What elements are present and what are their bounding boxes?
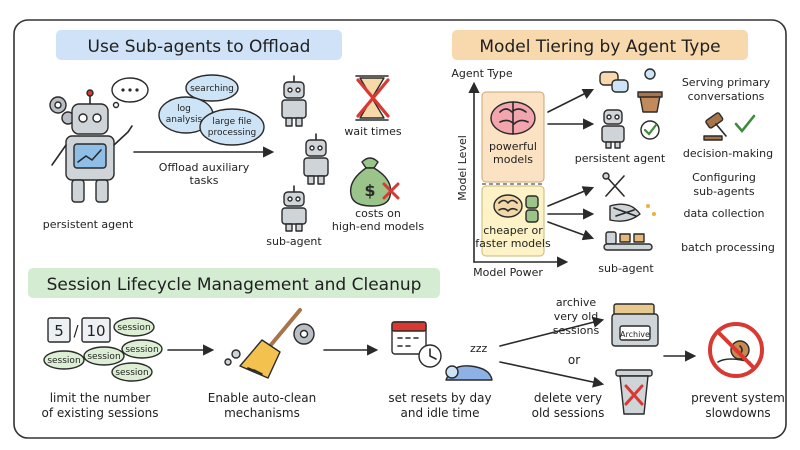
lifecycle-title: Session Lifecycle Management and Cleanup [47,275,422,295]
wait-times-label: wait times [344,125,401,138]
offload-header-bg [56,30,342,60]
tiering-axis-x: Model Power [473,266,543,279]
conveyor-icon [603,231,653,251]
persistent-robot-icon [49,89,133,203]
bubble-large-file: large file [212,117,252,127]
checkmark-icon [640,120,660,140]
chat-bubble-icon [599,71,629,93]
tiering-persistent-label: persistent agent [575,152,666,165]
subagent-robot-icon [281,75,307,127]
counter-current: 5 [54,322,64,340]
archive-text-2: very old [554,310,599,323]
session-chip: session [115,368,148,378]
bubble-analysis: analysis [166,115,203,125]
bubble-log: log [177,104,191,114]
archive-box-icon [611,303,659,347]
offload-persistent-label: persistent agent [43,218,134,231]
step1-line2: of existing sessions [42,406,159,420]
task-serving-line2: conversations [688,90,765,103]
podium-icon [637,68,663,113]
cross-icon [382,182,400,200]
broom-icon [224,308,302,379]
brain-icon [490,101,536,135]
tier-high-line2: models [493,153,533,166]
offload-title: Use Sub-agents to Offload [88,37,311,57]
delete-text-1: delete very [534,391,602,405]
costs-label-2: high-end models [332,220,424,233]
gear-icon [293,323,315,345]
no-snail-icon [708,322,764,378]
panel-lifecycle: Session Lifecycle Management and Cleanup… [28,268,785,420]
offload-arrow-label-2: tasks [190,174,219,187]
offload-subagent-label: sub-agent [266,235,322,248]
counter-max: 10 [86,322,105,340]
task-decision: decision-making [683,147,773,160]
svg-text:$: $ [364,181,375,200]
session-chip: session [87,352,120,362]
cross-icon [356,78,390,118]
calendar-icon [391,321,427,355]
checkmark-icon [734,114,756,134]
step2-line2: mechanisms [224,406,300,420]
bubble-searching: searching [190,84,234,94]
tiering-header-bg [452,30,748,60]
panel-tiering: Model Tiering by Agent Type Agent Type M… [451,30,775,279]
bubble-processing: processing [208,128,257,138]
tiering-subagent-label: sub-agent [598,262,654,275]
task-data-collection: data collection [683,207,764,220]
tier-low-line1: cheaper or [483,224,543,237]
task-serving-line1: Serving primary [682,76,771,89]
tiering-axis-side: Model Level [456,135,469,201]
result-line1: prevent system [691,391,785,405]
panel-offload: Use Sub-agents to Offload [43,30,424,248]
task-configuring-line1: Configuring [692,171,756,184]
svg-text:/: / [73,322,79,340]
tier-low-line2: faster models [475,237,551,250]
clock-icon [418,344,442,368]
subagent-robot-icon [303,133,329,185]
task-configuring-line2: sub-agents [693,185,754,198]
task-bubbles: searching log analysis large file proces… [158,74,265,146]
session-chip: session [47,356,80,366]
session-chip: session [125,345,158,355]
delete-text-2: old sessions [532,406,605,420]
step3-line1: set resets by day [388,391,491,405]
tier-high-line1: powerful [489,140,537,153]
gavel-icon [703,112,727,141]
step1-line1: limit the number [50,391,151,405]
brain-icon [493,194,523,218]
archive-text-3: sessions [553,324,600,337]
task-batch: batch processing [681,241,775,254]
robot-icon [601,109,625,149]
tools-icon [602,172,625,197]
subagent-robot-icon [281,185,307,232]
session-counter: 5 / 10 [47,317,111,343]
trash-can-icon [615,369,653,415]
thought-bubble-icon [111,77,149,109]
offload-arrow-label-1: Offload auxiliary [159,161,250,174]
session-chips: session session session session session [43,317,163,382]
costs-label-1: costs on [355,207,401,220]
zzz-label: zzz [470,342,488,355]
archive-box-label: Archive [620,330,650,339]
money-bag-icon: $ [349,157,392,207]
lifecycle-header-bg [28,268,440,298]
tiering-title: Model Tiering by Agent Type [479,37,720,57]
net-icon [609,203,656,222]
sleeping-person-icon [445,365,493,381]
step3-line2: and idle time [401,406,480,420]
or-text: or [568,353,580,367]
archive-text-1: archive [556,296,597,309]
step2-line1: Enable auto-clean [208,391,317,405]
session-chip: session [117,323,150,333]
tiering-axis-top: Agent Type [451,67,513,80]
result-line2: slowdowns [705,406,770,420]
money-bag-icon [525,195,539,223]
